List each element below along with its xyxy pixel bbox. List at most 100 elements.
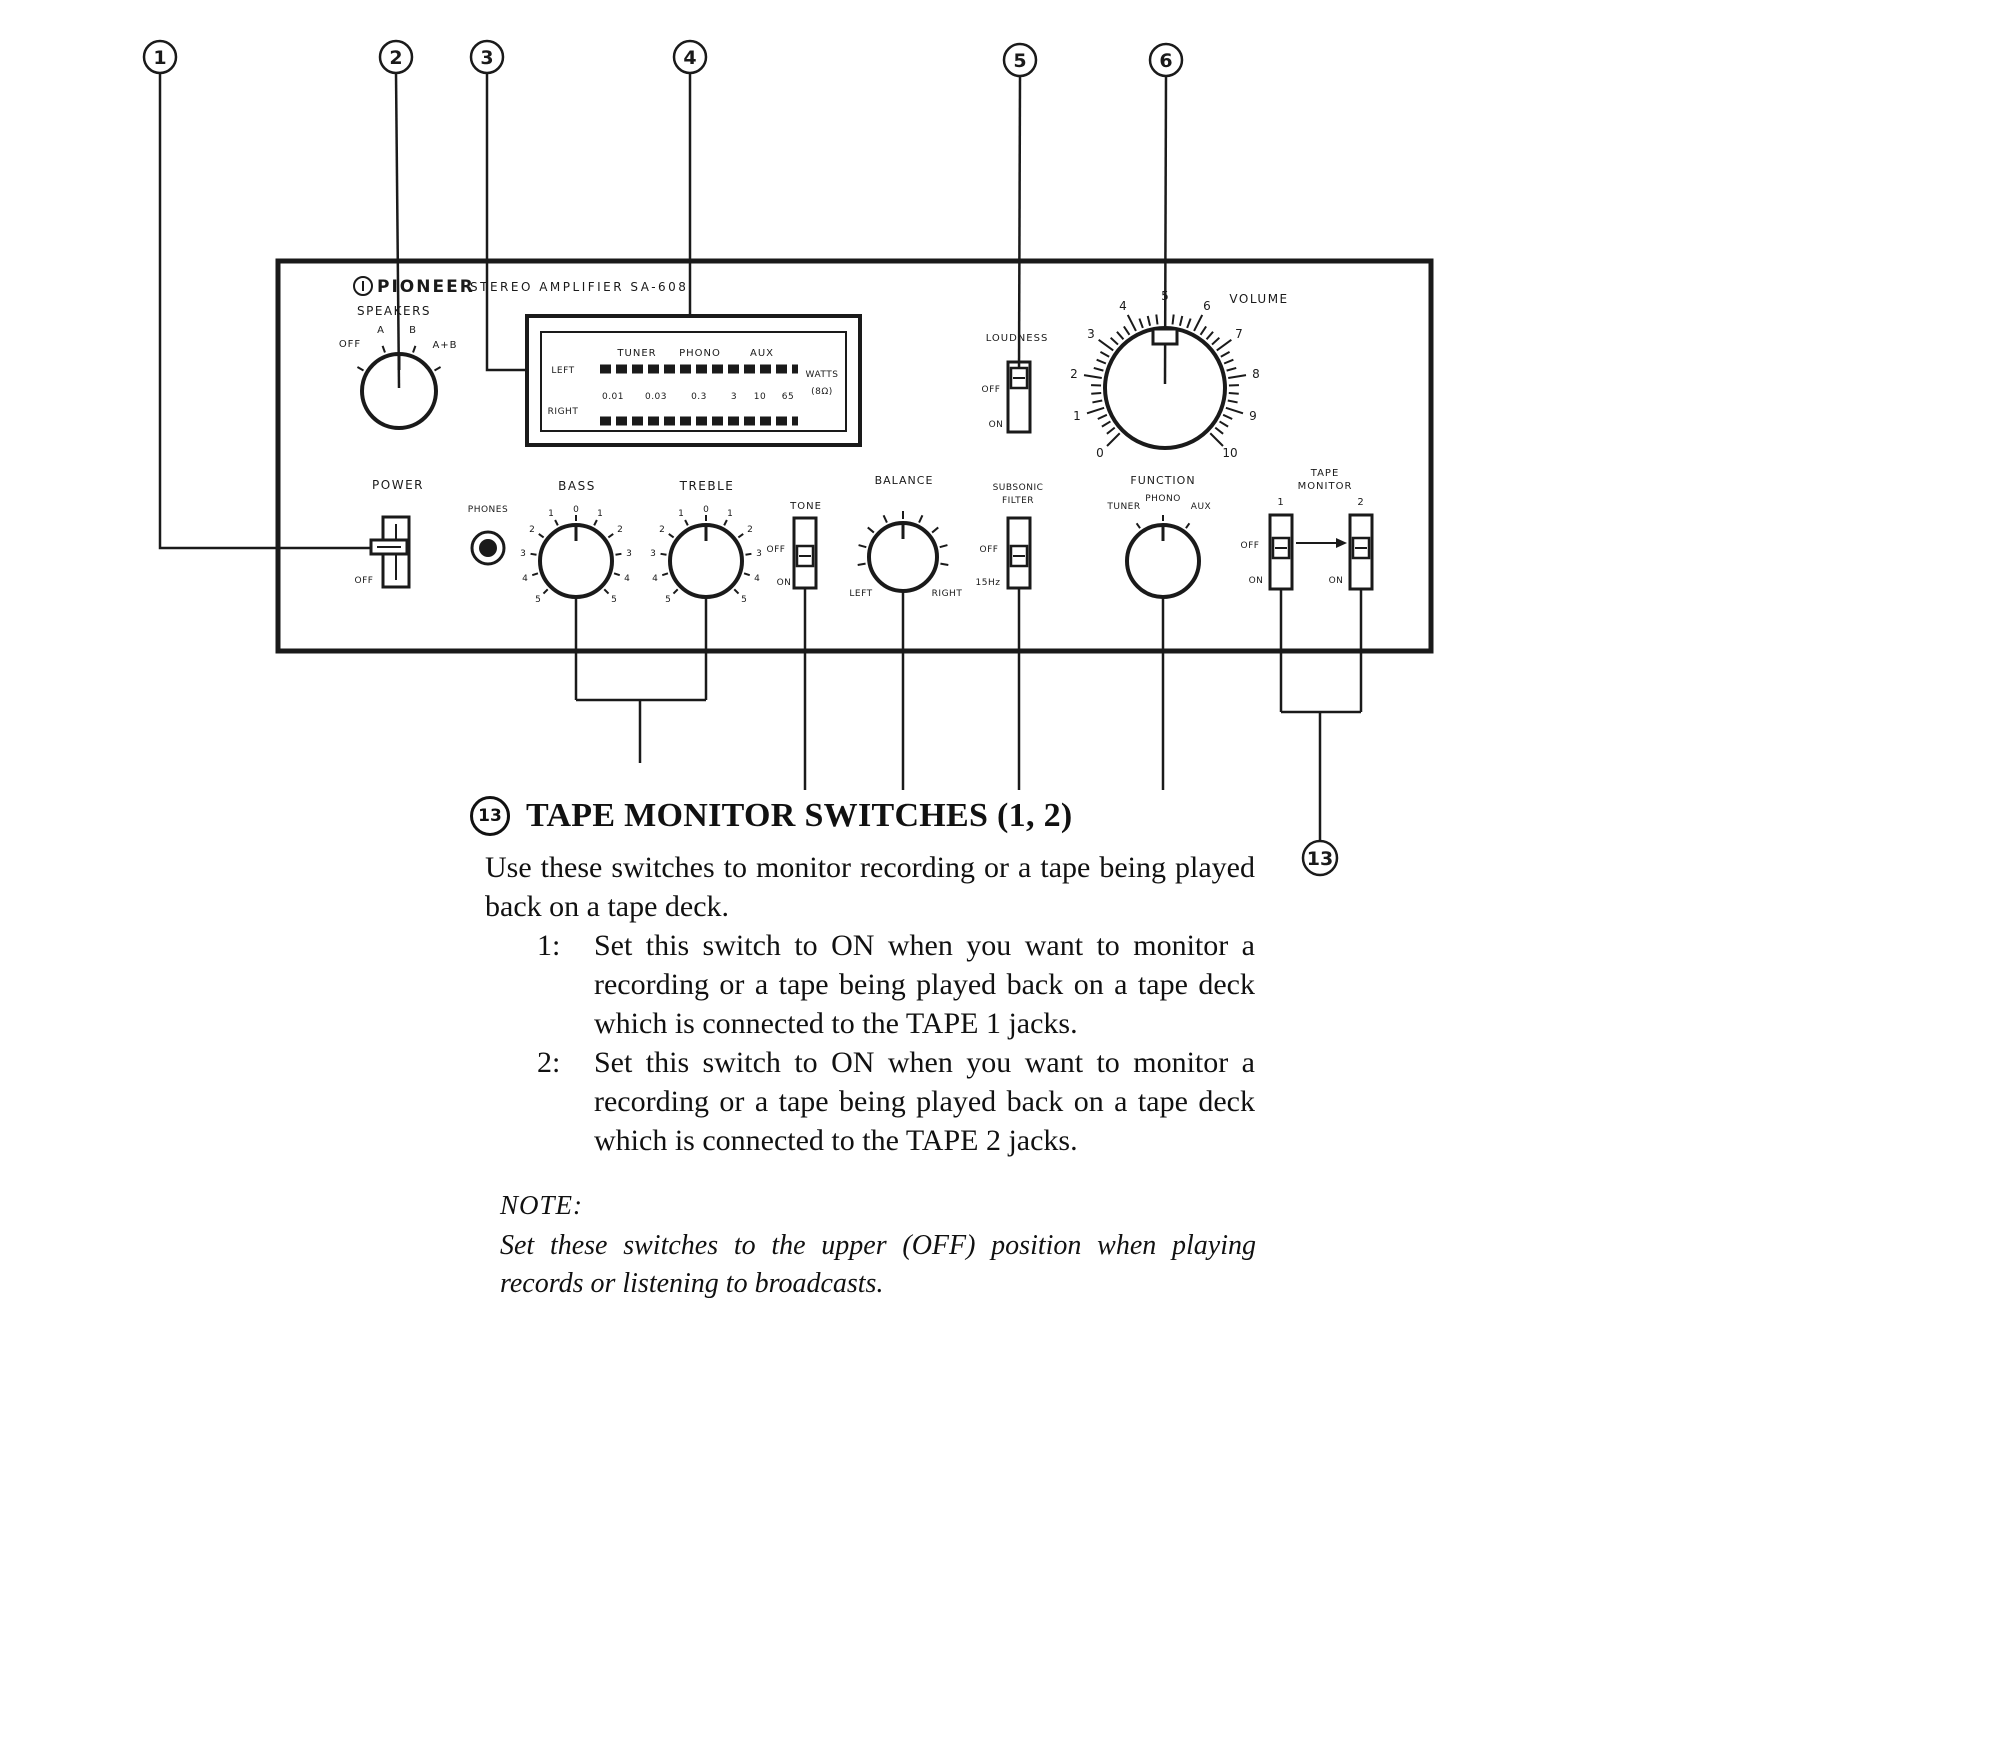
loudness-switch: LOUDNESS OFF ON — [982, 333, 1047, 434]
treble-control: TREBLE 5 4 3 2 1 0 1 2 3 4 5 — [650, 479, 762, 605]
tone-label: TONE — [789, 501, 822, 512]
tape-1-on-label: ON — [1249, 576, 1264, 586]
meter-tuner-label: TUNER — [616, 348, 656, 359]
loudness-on-label: ON — [989, 420, 1004, 430]
lower-callout-lines — [574, 589, 1363, 840]
function-control: FUNCTION TUNER PHONO AUX — [1106, 474, 1211, 599]
power-label: POWER — [372, 478, 424, 492]
model-text: STEREO AMPLIFIER SA-608 — [470, 280, 688, 294]
bass-label: BASS — [558, 479, 596, 493]
balance-left-label: LEFT — [849, 589, 872, 599]
svg-text:5: 5 — [741, 595, 747, 605]
svg-text:2: 2 — [659, 525, 665, 535]
svg-text:2: 2 — [617, 525, 623, 535]
volume-scale-0: 0 — [1096, 446, 1104, 460]
loudness-off-label: OFF — [982, 385, 1001, 395]
subsonic-off-label: OFF — [980, 545, 999, 555]
volume-scale-6: 6 — [1203, 299, 1211, 313]
tape-monitor-label-1: TAPE — [1310, 468, 1340, 479]
meter-scale-tick: 65 — [782, 392, 794, 402]
meter-scale-tick: 0.01 — [602, 392, 624, 402]
phones-label: PHONES — [468, 505, 508, 515]
callout-1: 1 — [142, 39, 178, 75]
callout-13-number: 13 — [1307, 848, 1333, 870]
speakers-ab-label: A+B — [432, 340, 457, 351]
speakers-a-label: A — [377, 325, 385, 336]
callout-line-1 — [158, 73, 370, 550]
section-heading: 13 TAPE MONITOR SWITCHES (1, 2) — [470, 796, 1270, 836]
svg-text:1: 1 — [597, 509, 603, 519]
volume-knob-pointer — [1151, 327, 1179, 346]
loudness-slot — [1006, 360, 1032, 434]
svg-text:2: 2 — [529, 525, 535, 535]
balance-ticks — [857, 511, 949, 566]
svg-text:5: 5 — [535, 595, 541, 605]
meter-phono-label: PHONO — [679, 348, 721, 359]
speakers-off-label: OFF — [339, 339, 361, 350]
tone-on-label: ON — [777, 578, 792, 588]
tape-2-label: 2 — [1357, 497, 1364, 508]
tape-arrow-head-icon — [1336, 538, 1347, 548]
tape-monitor-label-2: MONITOR — [1298, 481, 1353, 492]
balance-label: BALANCE — [875, 474, 934, 487]
list-item-2: 2: Set this switch to ON when you want t… — [485, 1043, 1255, 1160]
tone-switch: TONE OFF ON — [767, 501, 822, 590]
bass-control: BASS 5 4 3 2 1 0 1 2 3 4 5 — [520, 479, 632, 605]
svg-text:3: 3 — [520, 549, 526, 559]
speakers-b-label: B — [409, 325, 417, 336]
volume-scale-2: 2 — [1070, 367, 1078, 381]
speakers-label: SPEAKERS — [357, 304, 431, 318]
section-title: TAPE MONITOR SWITCHES (1, 2) — [526, 797, 1073, 834]
tape-1-slot — [1268, 513, 1294, 591]
treble-label: TREBLE — [679, 479, 735, 493]
callout-4-number: 4 — [683, 47, 696, 69]
note-label: NOTE: — [500, 1190, 584, 1220]
svg-text:5: 5 — [611, 595, 617, 605]
tone-slot — [792, 516, 818, 590]
function-tuner-label: TUNER — [1106, 502, 1140, 512]
item-2-number: 2: — [537, 1046, 561, 1079]
treble-ticks — [660, 515, 752, 595]
tape-2-slot — [1348, 513, 1374, 591]
volume-scale-1: 1 — [1073, 409, 1081, 423]
phones-jack-ring — [470, 530, 506, 566]
function-ticks — [1135, 515, 1191, 529]
pioneer-logo-icon — [353, 276, 373, 296]
phones-jack: PHONES — [468, 505, 508, 566]
item-1-number: 1: — [537, 929, 561, 962]
section-body: Use these switches to monitor recording … — [485, 848, 1255, 1160]
meter-aux-label: AUX — [750, 348, 774, 359]
meter-right-label: RIGHT — [548, 407, 579, 417]
bass-ticks — [530, 515, 622, 595]
meter-ohms-label: (8Ω) — [811, 387, 833, 397]
phones-jack-hole — [479, 539, 497, 557]
speakers-knob — [360, 352, 438, 430]
tape-monitor-section: 13 TAPE MONITOR SWITCHES (1, 2) Use thes… — [470, 796, 1270, 1303]
tape-1-label: 1 — [1277, 497, 1284, 508]
tape-off-label: OFF — [1241, 541, 1260, 551]
balance-right-label: RIGHT — [932, 589, 963, 599]
tape-monitor-switches: TAPE MONITOR 1 2 OFF ON ON — [1241, 468, 1374, 591]
section-intro: Use these switches to monitor recording … — [485, 851, 1255, 923]
function-label: FUNCTION — [1130, 474, 1195, 487]
callout-3: 3 — [469, 39, 505, 75]
svg-text:3: 3 — [650, 549, 656, 559]
meter-scale-tick: 0.3 — [691, 392, 707, 402]
section-number-badge: 13 — [470, 796, 510, 836]
volume-scale-9: 9 — [1249, 409, 1257, 423]
volume-label: VOLUME — [1229, 292, 1288, 306]
subsonic-label-2: FILTER — [1002, 496, 1034, 506]
callout-6-number: 6 — [1159, 50, 1172, 72]
meter-scale-tick: 10 — [754, 392, 766, 402]
volume-scale-3: 3 — [1087, 327, 1095, 341]
volume-control: VOLUME 0 1 2 3 4 5 6 7 8 9 10 — [1070, 289, 1288, 460]
meter-watts-label: WATTS — [806, 370, 839, 380]
balance-knob — [867, 521, 939, 593]
tone-off-label: OFF — [767, 545, 786, 555]
volume-scale-4: 4 — [1119, 299, 1127, 313]
meter-scale-tick: 0.03 — [645, 392, 667, 402]
callout-4: 4 — [672, 39, 708, 75]
bass-knob — [538, 523, 614, 599]
volume-scale-5: 5 — [1161, 289, 1169, 303]
